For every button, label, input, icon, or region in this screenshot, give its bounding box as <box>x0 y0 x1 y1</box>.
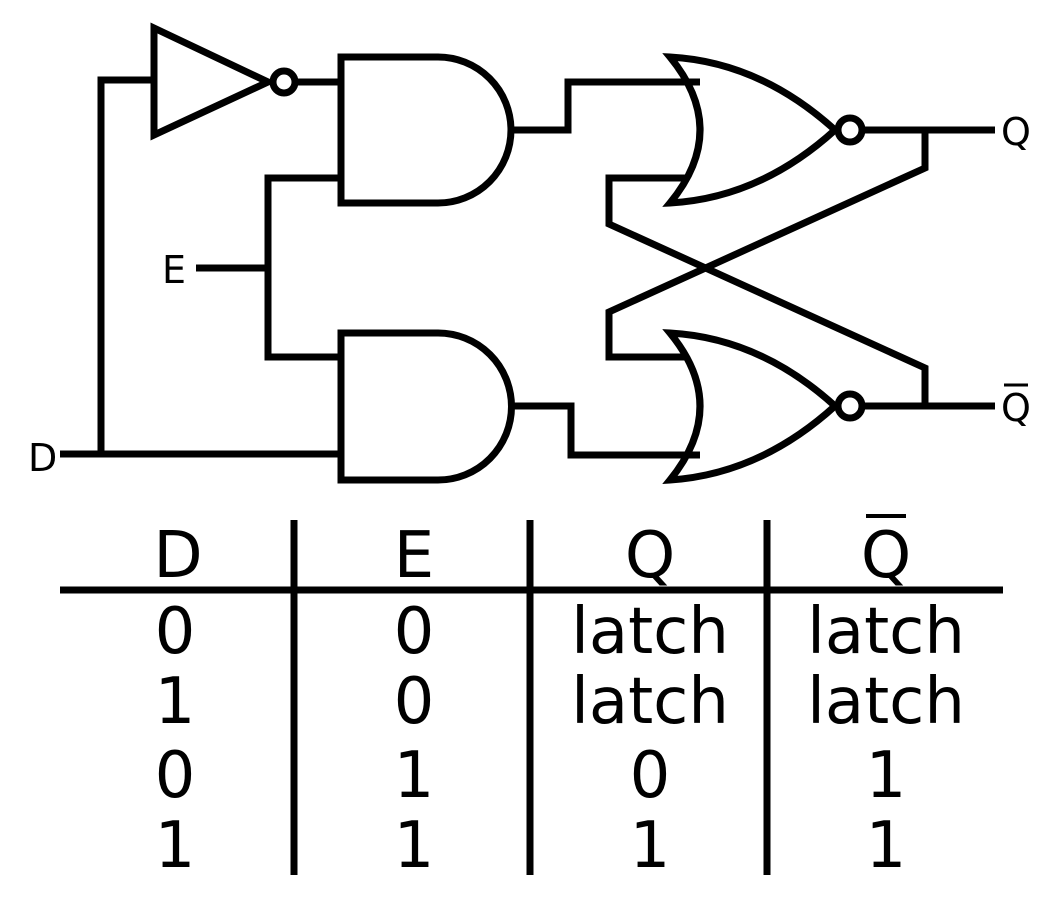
table-header-qbar: Q <box>861 519 911 593</box>
table-row: 1 0 latch latch <box>155 665 965 739</box>
table-cell: 1 <box>866 809 907 883</box>
wire-and1-to-nor1 <box>511 78 700 134</box>
table-cell: 1 <box>155 665 196 739</box>
not-gate <box>150 22 299 141</box>
wire-and2-to-nor2 <box>511 402 700 459</box>
table-cell: latch <box>807 665 965 739</box>
wire-d-to-not <box>97 76 152 454</box>
table-cell: 0 <box>394 665 435 739</box>
nor-lower-bubble <box>834 390 866 422</box>
table-cell: 0 <box>630 739 671 813</box>
and-gate-upper <box>337 53 515 207</box>
not-bubble <box>269 67 299 97</box>
table-header-q: Q <box>625 519 675 593</box>
table-cell: 0 <box>155 739 196 813</box>
table-cell: 1 <box>394 739 435 813</box>
and-gate-lower <box>337 329 515 484</box>
circuit-wires <box>60 76 995 459</box>
table-cell: 1 <box>394 809 435 883</box>
table-cell: 1 <box>630 809 671 883</box>
nor-gate-lower <box>662 329 866 485</box>
table-cell: latch <box>571 665 729 739</box>
table-cell: 0 <box>394 595 435 669</box>
nor-upper-bubble <box>834 114 866 146</box>
table-row: 0 0 latch latch <box>155 595 965 669</box>
table-cell: latch <box>807 595 965 669</box>
label-qbar-output: Q <box>1001 386 1031 430</box>
table-header-d: D <box>153 519 202 593</box>
table-header-e: E <box>394 519 434 593</box>
nor-gate-upper <box>662 53 866 207</box>
table-cell: latch <box>571 595 729 669</box>
label-e-input: E <box>162 248 186 292</box>
wire-e-distribution <box>264 174 338 361</box>
table-cell: 1 <box>155 809 196 883</box>
label-q-output: Q <box>1001 110 1031 154</box>
table-row: 0 1 0 1 <box>155 739 907 813</box>
table-cell: 0 <box>155 595 196 669</box>
truth-table: D E Q Q 0 0 latch latch 1 0 latch latch … <box>60 514 1003 883</box>
table-row: 1 1 1 1 <box>155 809 907 883</box>
label-d-input: D <box>28 436 57 480</box>
wire-q-feedback <box>605 130 929 361</box>
table-cell: 1 <box>866 739 907 813</box>
wire-qbar-feedback <box>605 174 929 406</box>
